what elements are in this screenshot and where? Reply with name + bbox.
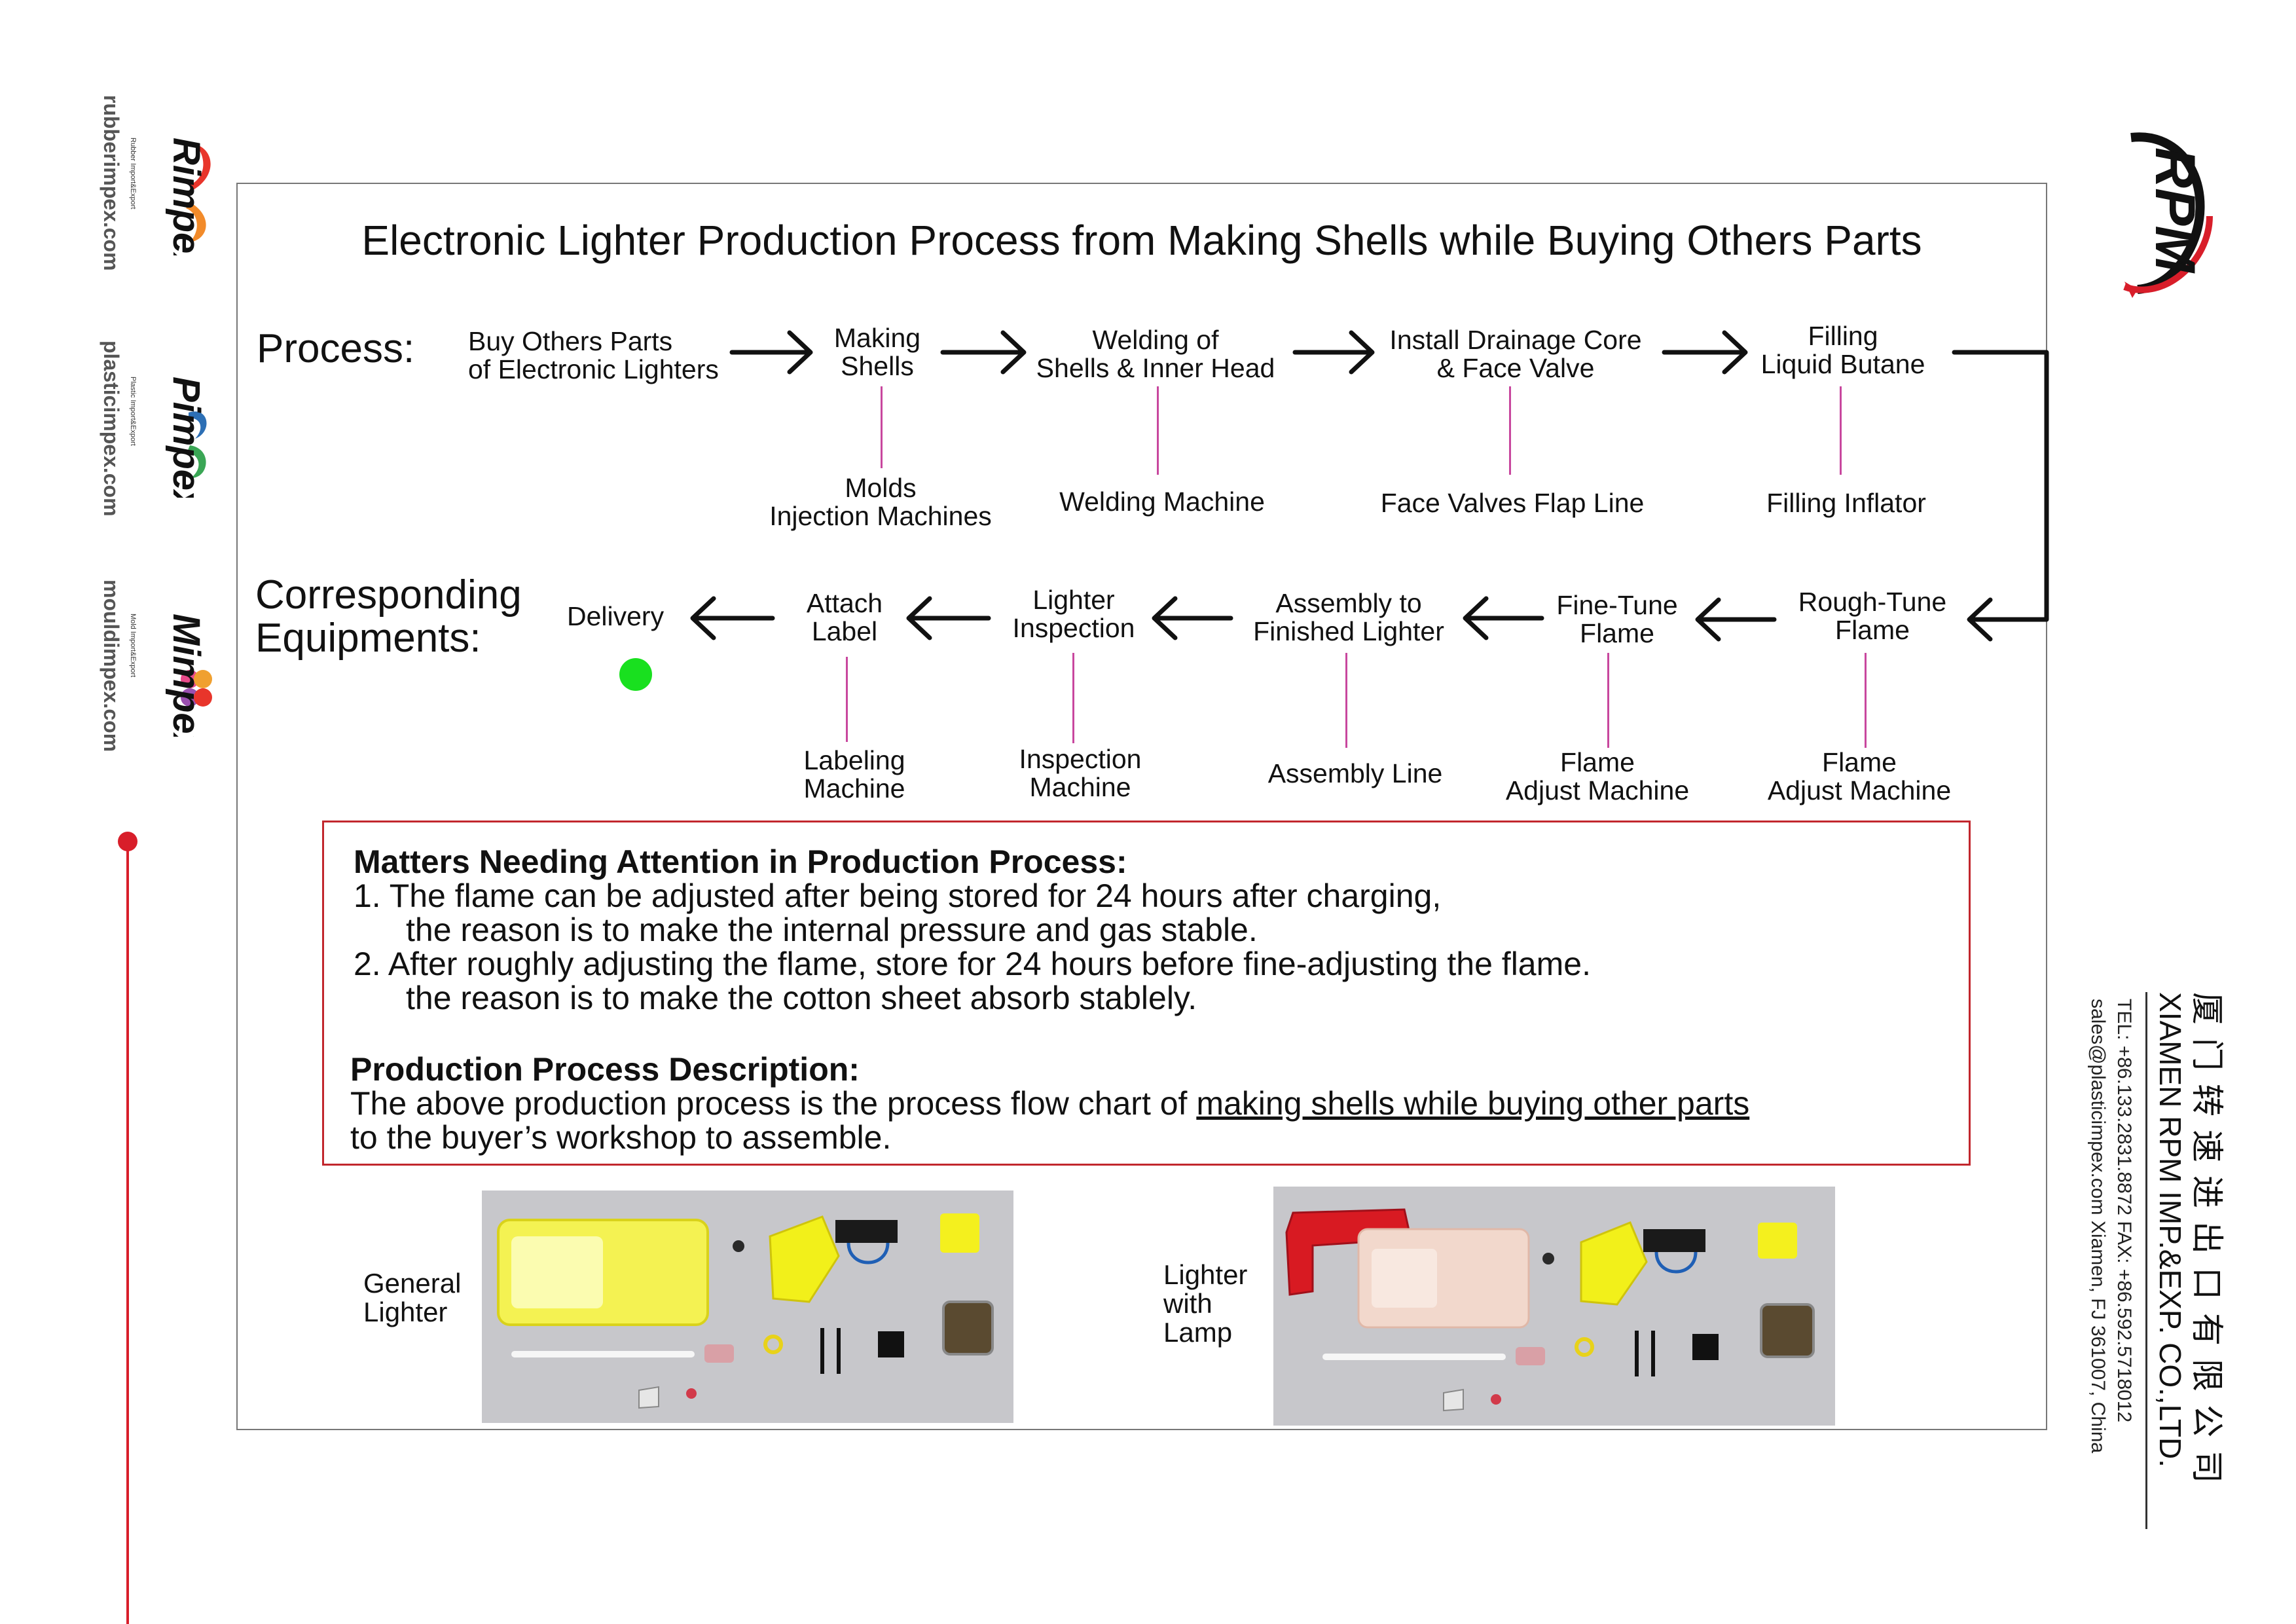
arrow-welding-to-drainage — [1292, 330, 1375, 375]
notes-item-2-reason: the reason is to make the cotton sheet a… — [406, 980, 1197, 1016]
equipments-label: Corresponding Equipments: — [255, 572, 522, 661]
arrow-assembly-to-inspection — [1152, 596, 1233, 640]
connector-inspection — [1072, 653, 1074, 743]
status-dot — [619, 658, 652, 691]
arrow-rough-to-fine — [1695, 597, 1777, 642]
svg-text:RPM: RPM — [2143, 147, 2206, 274]
diagram-title: Electronic Lighter Production Process fr… — [361, 217, 1922, 264]
svg-text:Rubber Import&Export: Rubber Import&Export — [129, 138, 137, 209]
company-tel-fax: TEL: +86.133.2831.8872 FAX: +86.592.5718… — [2113, 999, 2135, 1423]
attention-notes-box — [322, 821, 1971, 1166]
pimpex-logo: Pimpex Plastic Import&Export — [129, 377, 208, 498]
step-install-drainage: Install Drainage Core& Face Valve — [1389, 325, 1642, 383]
arrow-inspection-to-label — [906, 596, 991, 640]
notes-item-1: 1. The flame can be adjusted after being… — [354, 877, 1442, 914]
arrow-buy-to-shells — [729, 330, 813, 375]
company-name-en: XIAMEN RPM IMP.&EXP. CO.,LTD. — [2153, 992, 2187, 1467]
notes-item-1-reason: the reason is to make the internal press… — [406, 912, 1258, 948]
company-email-address[interactable]: sales@plasticimpex.com Xiamen, FJ 361007… — [2087, 999, 2109, 1454]
general-lighter-parts-photo — [482, 1190, 1013, 1423]
connector-assembly — [1345, 653, 1347, 748]
svg-text:Pimpex: Pimpex — [165, 377, 208, 498]
company-name-cn: 厦门转速进出口有限公司 — [2189, 992, 2225, 1496]
mimpex-logo: Mimpex Mold Import&Export — [129, 614, 212, 737]
arrow-fine-to-assembly — [1463, 596, 1544, 640]
connector-valve — [1509, 386, 1511, 475]
connector-label — [846, 657, 848, 742]
attention-notes-text: Matters Needing Attention in Production … — [354, 845, 1591, 1015]
equip-face-valves-line: Face Valves Flap Line — [1380, 488, 1645, 518]
timeline-line — [126, 841, 129, 1624]
notes-heading: Matters Needing Attention in Production … — [354, 843, 1127, 880]
arrow-shells-to-welding — [940, 330, 1027, 375]
arrow-drainage-to-filling — [1662, 330, 1748, 375]
connector-shells — [881, 386, 883, 468]
step-delivery: Delivery — [567, 601, 665, 631]
description-highlight: making shells while buying other parts — [1196, 1085, 1750, 1122]
connector-rough-tune — [1865, 653, 1867, 748]
diagram-frame — [236, 183, 2047, 1430]
description-line-2: to the buyer’s workshop to assemble. — [350, 1119, 892, 1156]
equip-welding-machine: Welding Machine — [1059, 487, 1265, 517]
notes-item-2: 2. After roughly adjusting the flame, st… — [354, 946, 1591, 982]
svg-text:Rimpex: Rimpex — [165, 138, 208, 255]
equip-filling-inflator: Filling Inflator — [1766, 488, 1926, 518]
svg-text:Mimpex: Mimpex — [165, 614, 208, 737]
connector-welding — [1157, 386, 1159, 475]
process-description-text: Production Process Description: The abov… — [350, 1052, 1749, 1154]
svg-text:Mold Import&Export: Mold Import&Export — [129, 614, 137, 677]
arrow-label-to-delivery — [690, 596, 775, 640]
description-line-1: The above production process is the proc… — [350, 1085, 1197, 1122]
lamp-lighter-parts-photo — [1273, 1187, 1835, 1426]
description-heading: Production Process Description: — [350, 1051, 860, 1088]
equip-assembly-line: Assembly Line — [1267, 758, 1443, 788]
arrow-filling-to-rough — [1952, 350, 2049, 642]
company-divider — [2145, 992, 2147, 1529]
rimpex-logo: Rimpex Rubber Import&Export — [129, 138, 211, 255]
process-label: Process: — [257, 326, 415, 371]
rpm-logo: RPM — [2123, 132, 2213, 298]
connector-fine-tune — [1607, 653, 1609, 748]
svg-text:Plastic Import&Export: Plastic Import&Export — [129, 377, 137, 446]
connector-filling — [1840, 386, 1842, 475]
